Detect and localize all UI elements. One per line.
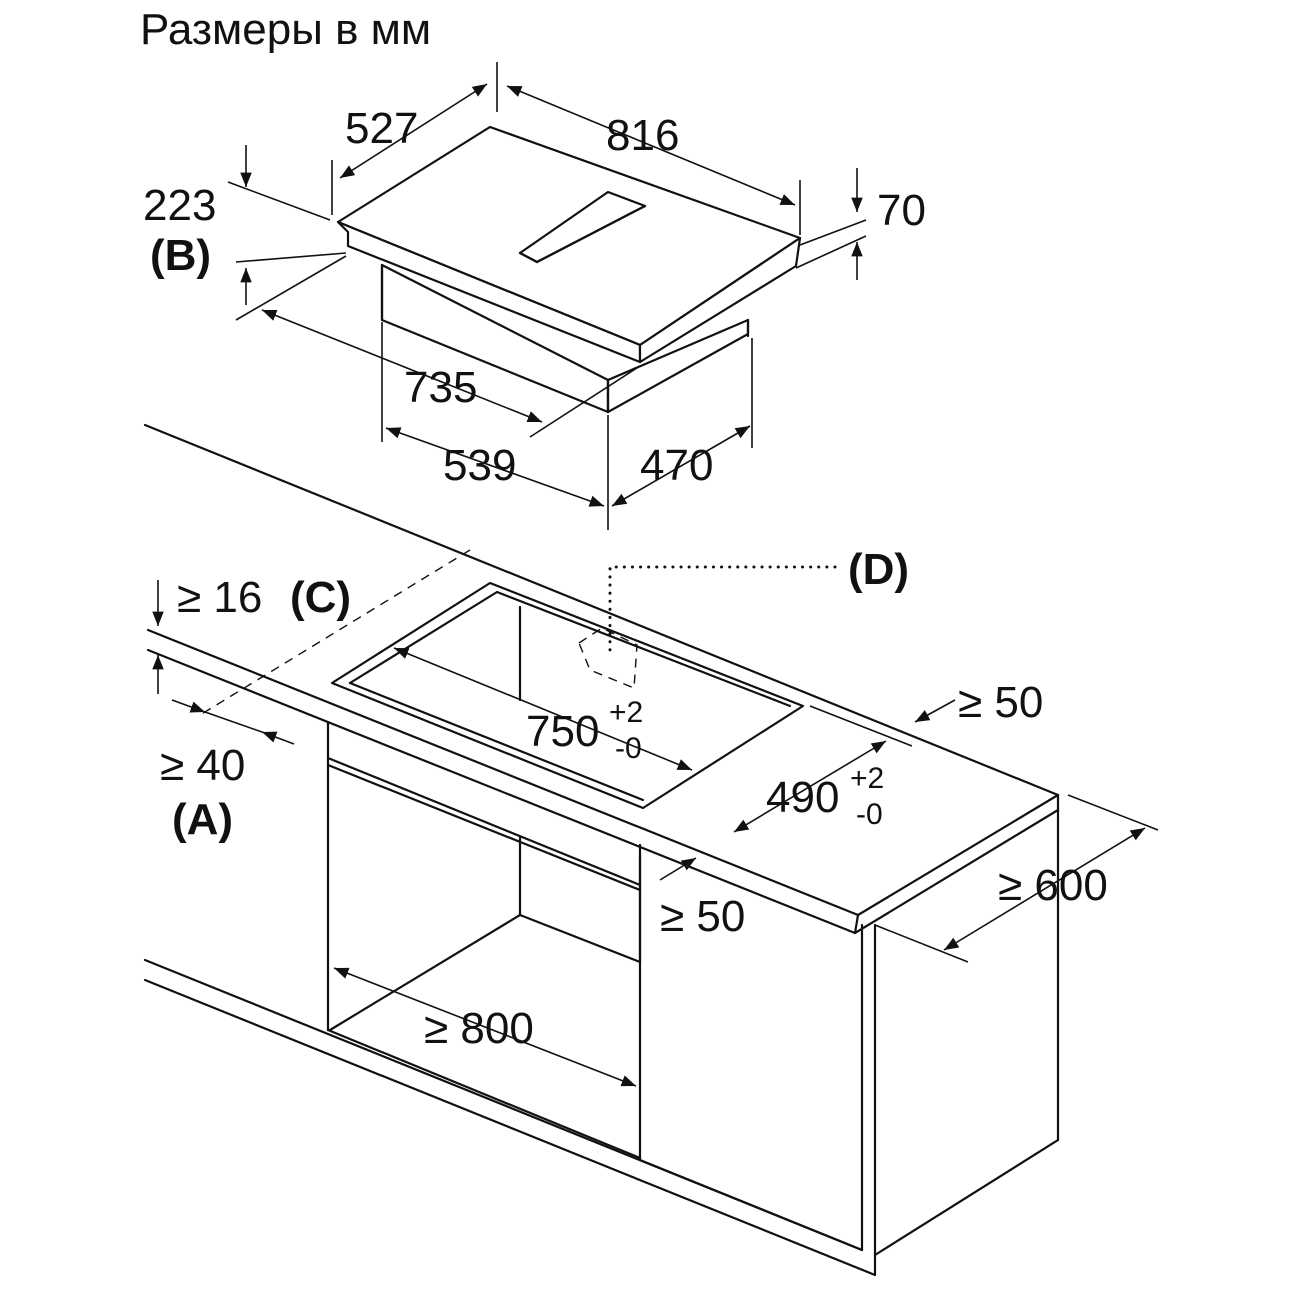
worktop-cutout xyxy=(330,581,805,810)
front-distance-label: ≥ 16 xyxy=(177,573,262,622)
rear-gap-label: ≥ 50 xyxy=(958,678,1043,727)
height-label-b: (B) xyxy=(150,231,211,280)
cutout-width-label: 750 xyxy=(526,707,599,756)
cutout-depth-label: 490 xyxy=(766,773,839,822)
glass-thickness-label: 70 xyxy=(877,186,926,235)
hob-drawing xyxy=(336,125,802,414)
cutout-depth-tol-minus: -0 xyxy=(856,798,883,831)
cutout-width-tol-plus: +2 xyxy=(609,696,643,729)
worktop-and-cabinet xyxy=(143,423,1060,1277)
cutout-width-tol-minus: -0 xyxy=(615,732,642,765)
width-label: 816 xyxy=(606,111,679,160)
hob-dimension-lines xyxy=(227,62,867,530)
hob-glass-front-edge xyxy=(336,220,642,364)
worktop-depth-label: ≥ 600 xyxy=(998,861,1108,910)
side-gap-label: ≥ 40 xyxy=(160,741,245,790)
height-total-label: 223 xyxy=(143,181,216,230)
worktop-dimension-lines xyxy=(152,580,1159,1087)
depth-label: 527 xyxy=(345,104,418,153)
cutout-depth-tol-plus: +2 xyxy=(850,762,884,795)
hob-glass-right-edge xyxy=(638,236,802,364)
unit-depth-label: 470 xyxy=(640,441,713,490)
cabinet-width-label: ≥ 800 xyxy=(424,1004,534,1053)
unit-bottom-width-label: 539 xyxy=(443,441,516,490)
side-gap-right-label: ≥ 50 xyxy=(660,892,745,941)
marker-d-label: (D) xyxy=(848,545,909,594)
front-label-c: (C) xyxy=(290,573,351,622)
unit-width-label: 735 xyxy=(404,363,477,412)
side-label-a: (A) xyxy=(172,795,233,844)
diagram-title: Размеры в мм xyxy=(140,5,431,54)
